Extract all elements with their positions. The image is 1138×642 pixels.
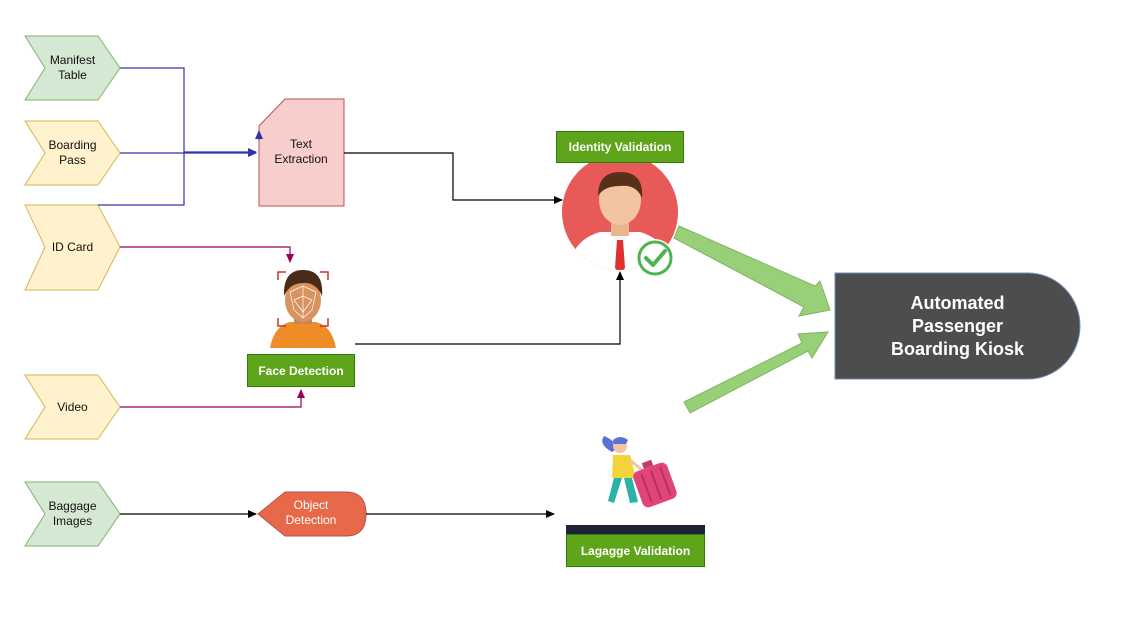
video-shape[interactable] xyxy=(24,374,121,440)
text-extraction-label: Text Extraction xyxy=(274,137,328,166)
kiosk-shape[interactable] xyxy=(834,272,1081,380)
person-check-icon xyxy=(562,154,678,277)
connector-video-to-face xyxy=(120,389,305,408)
arrow-identity-to-kiosk xyxy=(673,225,831,317)
connector-text-to-identity xyxy=(344,152,563,204)
baggage-images-shape[interactable] xyxy=(24,481,121,547)
face-scan-icon xyxy=(270,270,336,348)
boarding-pass-label: Boarding Pass xyxy=(48,138,97,167)
face-detection-label: Face Detection xyxy=(247,354,355,387)
object-detection-label: Object Detection xyxy=(285,498,337,527)
boarding-pass-shape[interactable] xyxy=(24,120,121,186)
luggage-banner-strip xyxy=(566,525,705,534)
kiosk-label: Automated Passenger Boarding Kiosk xyxy=(890,292,1024,359)
connector-face-to-identity xyxy=(355,271,624,345)
connector-id-to-text xyxy=(98,152,185,206)
baggage-images-label: Baggage Images xyxy=(48,499,97,528)
connector-id-to-face xyxy=(120,246,294,263)
text-extraction-shape[interactable] xyxy=(258,98,345,207)
connector-manifest-to-text xyxy=(120,67,257,156)
identity-validation-label: Identity Validation xyxy=(556,131,684,163)
traveler-luggage-icon xyxy=(602,436,677,508)
manifest-table-shape[interactable] xyxy=(24,35,121,101)
arrow-luggage-to-kiosk xyxy=(683,331,829,414)
check-icon xyxy=(636,239,674,277)
id-card-label: ID Card xyxy=(51,239,94,254)
luggage-validation-label: Lagagge Validation xyxy=(566,534,705,567)
manifest-table-label: Manifest Table xyxy=(49,53,96,82)
video-label: Video xyxy=(57,399,88,414)
